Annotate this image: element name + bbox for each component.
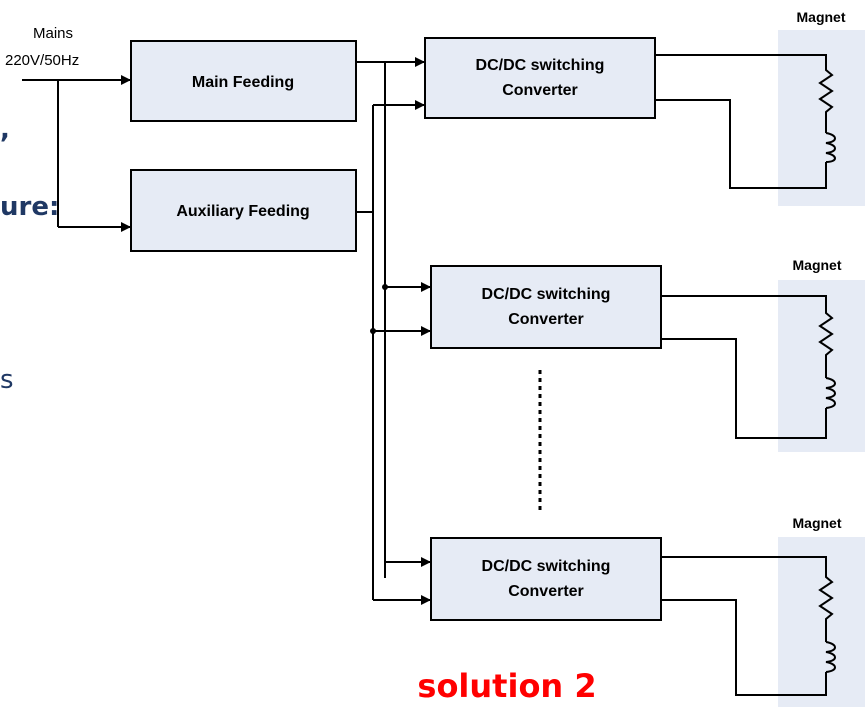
converter-2-label: DC/DC switching: [482, 286, 611, 303]
converter-2-sublabel: Converter: [508, 311, 584, 328]
solution-label: solution 2: [417, 667, 596, 705]
converter-1-output-bottom: [655, 99, 827, 189]
magnet-panel-2: [778, 280, 865, 452]
converter-2-output-top: [661, 295, 827, 308]
mains-voltage-label: 220V/50Hz: [5, 52, 79, 69]
mains-label: Mains: [33, 25, 73, 42]
junction-dot: [370, 328, 376, 334]
converter-3-output-bottom: [661, 599, 827, 696]
magnet-panel-1: [778, 30, 865, 206]
converter-3-sublabel: Converter: [508, 583, 584, 600]
magnet-label-2: Magnet: [793, 257, 842, 273]
magnet-panel-3: [778, 537, 865, 707]
main-feeding-block: [130, 40, 357, 122]
magnet-coil-3: [818, 572, 836, 673]
dcdc-converter-3: [430, 537, 662, 621]
slide-fragment-comma: ,: [0, 115, 10, 145]
converter-3-label: DC/DC switching: [482, 558, 611, 575]
junction-dot: [382, 284, 388, 290]
slide-fragment-s: s: [0, 365, 14, 395]
converter-1-sublabel: Converter: [502, 82, 578, 99]
slide-fragment-ure: ure:: [0, 192, 59, 222]
dcdc-converter-2: [430, 265, 662, 349]
magnet-coil-1: [818, 65, 836, 163]
magnet-label-1: Magnet: [797, 9, 846, 25]
dcdc-converter-1: [424, 37, 656, 119]
main-feeding-label: Main Feeding: [192, 74, 294, 91]
magnet-label-3: Magnet: [793, 515, 842, 531]
auxiliary-feeding-block: [130, 169, 357, 252]
converter-1-label: DC/DC switching: [476, 57, 605, 74]
converter-1-output-top: [655, 54, 827, 65]
converter-2-output-bottom: [661, 338, 827, 439]
converter-3-output-top: [661, 556, 827, 572]
auxiliary-feeding-label: Auxiliary Feeding: [176, 203, 309, 220]
magnet-coil-2: [818, 308, 836, 409]
